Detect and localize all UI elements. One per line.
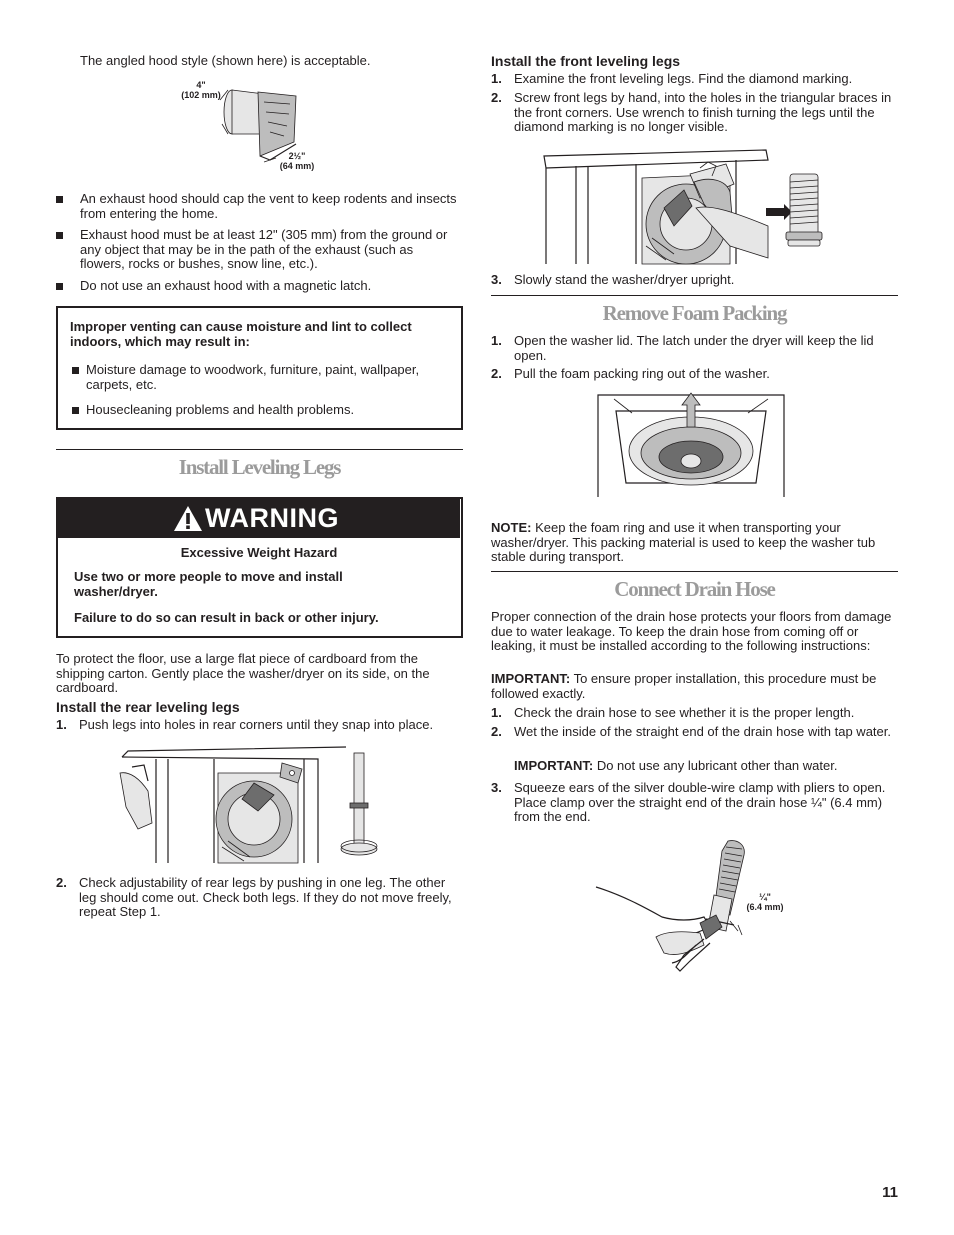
venting-intro: Improper venting can cause moisture and … xyxy=(70,319,412,349)
foam-packing-illustration xyxy=(596,391,786,499)
note-text: Keep the foam ring and use it when trans… xyxy=(491,520,876,564)
step2-important-text: Do not use any lubricant other than wate… xyxy=(593,758,838,773)
step2-important: IMPORTANT: Do not use any lubricant othe… xyxy=(514,758,894,774)
front-legs-illustration xyxy=(540,146,830,268)
important-paragraph: IMPORTANT: To ensure proper installation… xyxy=(491,671,893,701)
important-text: To ensure proper installation, this proc… xyxy=(491,671,877,701)
warning-triangle-icon xyxy=(174,506,202,531)
warning-box: WARNING Excessive Weight Hazard Use two … xyxy=(56,497,463,638)
rear-legs-heading: Install the rear leveling legs xyxy=(56,699,240,715)
note-paragraph: NOTE: Keep the foam ring and use it when… xyxy=(491,520,893,565)
venting-item: Housecleaning problems and health proble… xyxy=(72,402,457,418)
section-title-leveling-legs: Install Leveling Legs xyxy=(178,455,342,479)
hood-caption: The angled hood style (shown here) is ac… xyxy=(80,53,371,68)
section-rule xyxy=(491,571,898,572)
hood-dim-bottom: 2½" xyxy=(288,151,306,161)
bullet-item: Do not use an exhaust hood with a magnet… xyxy=(56,278,461,294)
section-title-foam-packing: Remove Foam Packing xyxy=(602,301,788,325)
warning-hazard: Excessive Weight Hazard xyxy=(180,545,338,560)
venting-item: Moisture damage to woodwork, furniture, … xyxy=(72,362,457,392)
bullet-item: Exhaust hood must be at least 12" (305 m… xyxy=(56,227,461,272)
hood-dim-bottom-mm: (64 mm) xyxy=(279,161,315,171)
front-legs-heading: Install the front leveling legs xyxy=(491,53,681,69)
drain-step: 3. Squeeze ears of the silver double-wir… xyxy=(491,780,886,824)
step2-important-label: IMPORTANT: xyxy=(514,758,594,773)
hood-dim-top: 4" xyxy=(196,80,206,90)
rear-step: 2. Check adjustability of rear legs by p… xyxy=(56,875,452,919)
front-step: 2. Screw front legs by hand, into the ho… xyxy=(491,90,892,134)
section-title-drain-hose: Connect Drain Hose xyxy=(614,577,776,601)
drain-step: 1. Check the drain hose to see whether i… xyxy=(491,705,855,720)
bullet-square-icon xyxy=(56,283,63,290)
bullet-square-icon xyxy=(56,232,63,239)
warning-label: WARNING xyxy=(205,503,339,533)
drain-hose-clamp-illustration: ¼" (6.4 mm) xyxy=(592,835,802,980)
warning-line1: Use two or more people to move and insta… xyxy=(74,569,343,599)
rear-legs-illustration xyxy=(118,743,398,865)
bullet-item: An exhaust hood should cap the vent to k… xyxy=(56,191,461,221)
warning-banner: WARNING xyxy=(58,499,460,538)
section-rule xyxy=(56,449,463,450)
rear-step: 1. Push legs into holes in rear corners … xyxy=(56,717,434,732)
clamp-dim-mm: (6.4 mm) xyxy=(746,902,784,912)
important-label: IMPORTANT: xyxy=(491,671,571,686)
clamp-dim: ¼" xyxy=(759,892,771,902)
front-step: 1. Examine the front leveling legs. Find… xyxy=(491,71,853,86)
exhaust-hood-illustration: 4" (102 mm) 2½" (64 mm) xyxy=(172,78,332,178)
foam-step: 1. Open the washer lid. The latch under … xyxy=(491,333,874,363)
bullet-square-icon xyxy=(72,367,79,374)
venting-warning-box: Improper venting can cause moisture and … xyxy=(56,306,463,430)
drain-step: 2. Wet the inside of the straight end of… xyxy=(491,724,891,739)
hood-dim-top-mm: (102 mm) xyxy=(181,90,221,100)
bullet-square-icon xyxy=(56,196,63,203)
note-label: NOTE: xyxy=(491,520,532,535)
protect-paragraph: To protect the floor, use a large flat p… xyxy=(56,651,430,695)
foam-step: 2. Pull the foam packing ring out of the… xyxy=(491,366,770,381)
warning-line2: Failure to do so can result in back or o… xyxy=(74,610,379,625)
section-rule xyxy=(491,295,898,296)
front-step: 3. Slowly stand the washer/dryer upright… xyxy=(491,272,735,287)
bullet-square-icon xyxy=(72,407,79,414)
page-number: 11 xyxy=(882,1184,898,1201)
drain-paragraph: Proper connection of the drain hose prot… xyxy=(491,609,892,653)
